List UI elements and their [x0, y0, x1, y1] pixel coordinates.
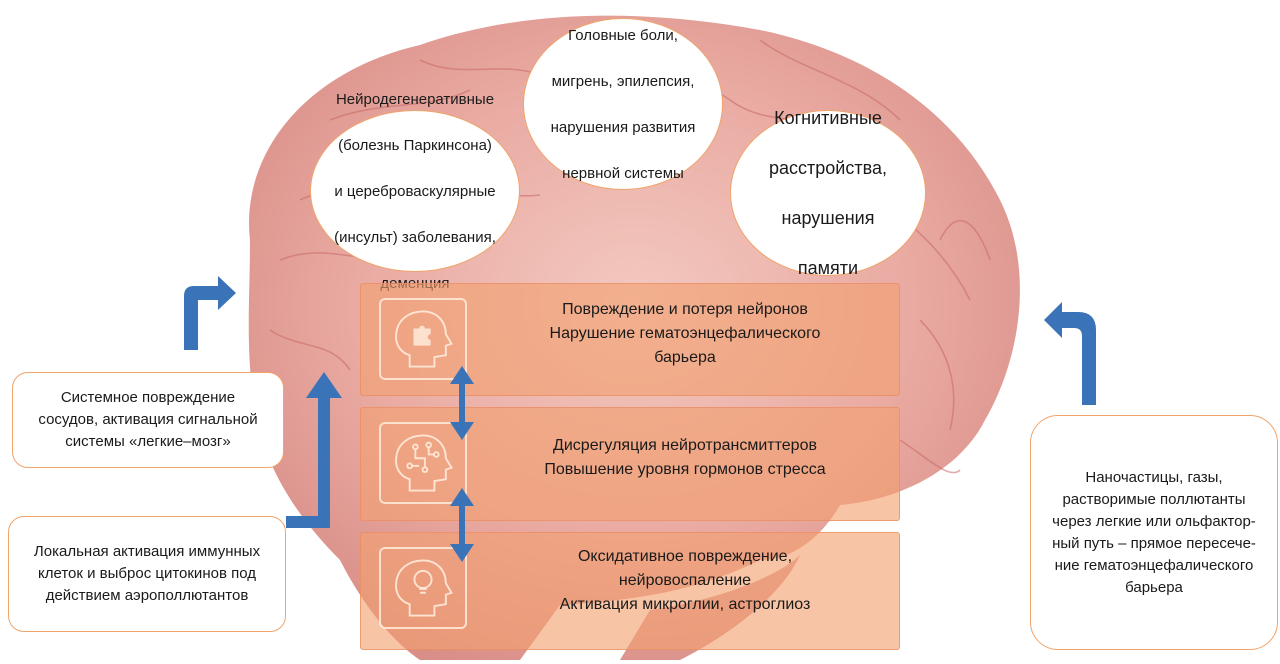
side-box-line: через легкие или ольфактор-	[1052, 511, 1256, 533]
bubble-line: Головные боли,	[551, 24, 696, 47]
side-box-line: Локальная активация иммунных	[34, 541, 260, 563]
head-circuit-icon	[379, 422, 467, 504]
bubble-line: нарушения развития	[551, 116, 696, 139]
band-line: Дисрегуляция нейротрансмиттеров	[491, 434, 879, 458]
oxidative-band: Оксидативное повреждение, нейровоспалени…	[360, 532, 900, 650]
bubble-line: нарушения	[769, 206, 887, 231]
nanoparticles-box: Наночастицы, газы, растворимые поллютант…	[1030, 415, 1278, 650]
side-box-line: ный путь – прямое пересече-	[1052, 533, 1256, 555]
bubble-line: нервной системы	[551, 162, 696, 185]
band-line: барьера	[491, 346, 879, 370]
side-box-line: действием аэрополлютантов	[46, 585, 249, 607]
side-box-line: растворимые поллютанты	[1062, 489, 1245, 511]
bubble-line: (болезнь Паркинсона)	[334, 134, 496, 157]
head-lightbulb-icon	[379, 547, 467, 629]
systemic-damage-box: Системное повреждение сосудов, активация…	[12, 372, 284, 468]
side-box-line: барьера	[1125, 577, 1183, 599]
band-line: Повышение уровня гормонов стресса	[491, 458, 879, 482]
band-line: Нарушение гематоэнцефалического	[491, 322, 879, 346]
bubble-line: Нейродегенеративные	[334, 88, 496, 111]
cognitive-bubble: Когнитивные расстройства, нарушения памя…	[730, 110, 926, 276]
side-box-line: системы «легкие–мозг»	[65, 431, 230, 453]
bubble-line: расстройства,	[769, 156, 887, 181]
bubble-line: Когнитивные	[769, 106, 887, 131]
neurons-band: Повреждение и потеря нейронов Нарушение …	[360, 283, 900, 396]
side-box-line: ние гематоэнцефалического	[1055, 555, 1254, 577]
band-line: Активация микроглии, астроглиоз	[491, 593, 879, 617]
side-box-line: Наночастицы, газы,	[1085, 467, 1222, 489]
bubble-line: мигрень, эпилепсия,	[551, 70, 696, 93]
neurotransmitters-band: Дисрегуляция нейротрансмиттеров Повышени…	[360, 407, 900, 521]
bubble-line: памяти	[769, 256, 887, 281]
band-line: Повреждение и потеря нейронов	[491, 298, 879, 322]
side-box-line: клеток и выброс цитокинов под	[38, 563, 256, 585]
head-puzzle-icon	[379, 298, 467, 380]
bubble-line: (инсульт) заболевания,	[334, 226, 496, 249]
headache-bubble: Головные боли, мигрень, эпилепсия, наруш…	[523, 18, 723, 190]
neurodegenerative-bubble: Нейродегенеративные (болезнь Паркинсона)…	[310, 110, 520, 272]
local-activation-box: Локальная активация иммунных клеток и вы…	[8, 516, 286, 632]
bubble-line: и цереброваскулярные	[334, 180, 496, 203]
side-box-line: Системное повреждение	[61, 387, 235, 409]
band-line: нейровоспаление	[491, 569, 879, 593]
side-box-line: сосудов, активация сигнальной	[38, 409, 257, 431]
band-line: Оксидативное повреждение,	[491, 545, 879, 569]
